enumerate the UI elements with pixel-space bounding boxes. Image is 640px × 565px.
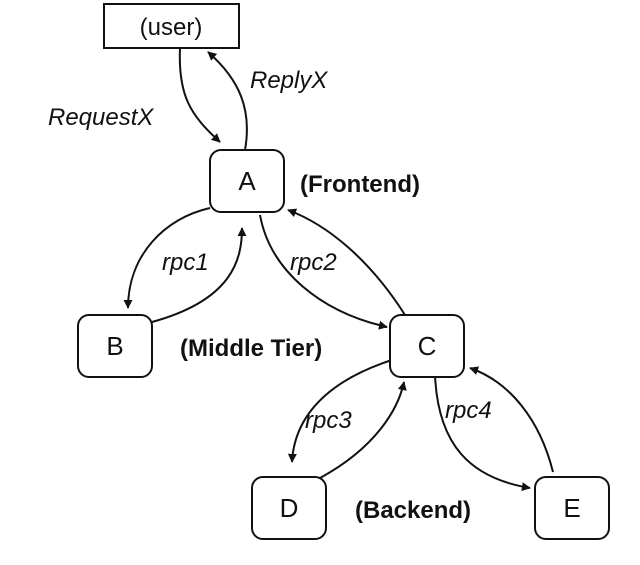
edge-reply <box>207 51 248 151</box>
node-e-label: E <box>563 493 580 523</box>
edge-rpc4-return <box>469 366 554 473</box>
node-a-label: A <box>238 166 256 196</box>
edge-request <box>178 47 221 143</box>
rpc3-label: rpc3 <box>305 407 352 434</box>
rpc2-label: rpc2 <box>290 249 337 276</box>
edge-rpc2-return <box>287 208 406 316</box>
user-node-label: (user) <box>140 14 203 41</box>
user-node: (user) <box>103 3 240 49</box>
request-label: RequestX <box>48 104 154 131</box>
edge-rpc4-call <box>434 374 531 492</box>
edge-rpc1-return <box>151 227 247 323</box>
node-c-label: C <box>418 331 437 361</box>
node-b: B <box>77 314 153 378</box>
edge-rpc3-return <box>319 381 407 479</box>
frontend-tier-label: (Frontend) <box>300 171 420 198</box>
node-d: D <box>251 476 327 540</box>
rpc4-label: rpc4 <box>445 397 492 424</box>
node-e: E <box>534 476 610 540</box>
reply-label: ReplyX <box>250 67 328 94</box>
node-d-label: D <box>280 493 299 523</box>
node-a: A <box>209 149 285 213</box>
edge-rpc2-call <box>259 214 388 330</box>
backend-tier-label: (Backend) <box>355 497 471 524</box>
edge-rpc1-call <box>123 207 211 309</box>
node-b-label: B <box>106 331 123 361</box>
rpc1-label: rpc1 <box>162 249 209 276</box>
edge-rpc3-call <box>287 359 393 463</box>
middle-tier-label: (Middle Tier) <box>180 335 322 362</box>
node-c: C <box>389 314 465 378</box>
